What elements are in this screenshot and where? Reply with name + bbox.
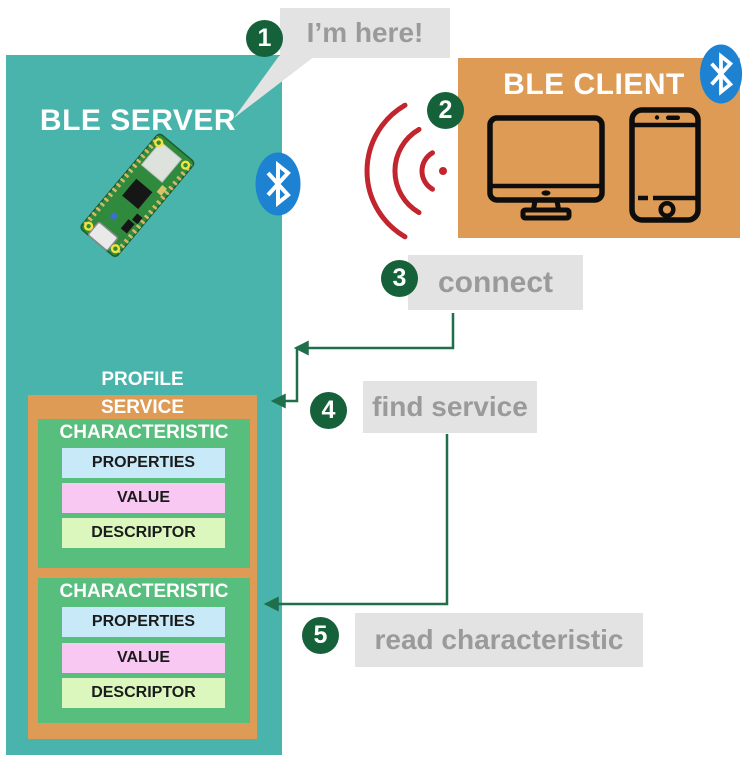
step-3-badge: 3 bbox=[381, 260, 418, 297]
speech-bubble: I’m here! bbox=[280, 8, 450, 58]
characteristic-title: CHARACTERISTIC bbox=[59, 581, 229, 602]
properties-row: PROPERTIES bbox=[62, 448, 225, 478]
monitor-icon bbox=[487, 115, 605, 221]
step-5-badge: 5 bbox=[302, 617, 339, 654]
profile-label: PROFILE bbox=[101, 369, 184, 390]
descriptor-row: DESCRIPTOR bbox=[62, 678, 225, 708]
smartphone-icon bbox=[629, 107, 701, 223]
connect-label: connect bbox=[408, 255, 583, 310]
bluetooth-icon bbox=[699, 44, 743, 104]
characteristic-box-2: CHARACTERISTIC PROPERTIES VALUE DESCRIPT… bbox=[38, 578, 250, 723]
radio-waves-icon bbox=[364, 102, 447, 240]
ble-client-box bbox=[458, 58, 740, 238]
service-label: SERVICE bbox=[100, 397, 185, 418]
value-row: VALUE bbox=[62, 483, 225, 513]
read-characteristic-label: read characteristic bbox=[355, 613, 643, 667]
value-row: VALUE bbox=[62, 643, 225, 673]
ble-client-title: BLE CLIENT bbox=[503, 68, 685, 101]
characteristic-title: CHARACTERISTIC bbox=[59, 422, 229, 443]
bluetooth-icon bbox=[255, 152, 301, 216]
pico-board-icon bbox=[80, 133, 195, 258]
characteristic-box-1: CHARACTERISTIC PROPERTIES VALUE DESCRIPT… bbox=[38, 419, 250, 568]
step-2-badge: 2 bbox=[427, 92, 464, 129]
descriptor-row: DESCRIPTOR bbox=[62, 518, 225, 548]
ble-server-title: BLE SERVER bbox=[39, 104, 237, 137]
service-box: SERVICE CHARACTERISTIC PROPERTIES VALUE … bbox=[28, 395, 257, 739]
read-characteristic-arrow bbox=[263, 434, 449, 612]
step-1-badge: 1 bbox=[246, 20, 283, 57]
connect-arrow bbox=[293, 313, 455, 356]
properties-row: PROPERTIES bbox=[62, 607, 225, 637]
step-4-badge: 4 bbox=[310, 392, 347, 429]
find-service-label: find service bbox=[363, 381, 537, 433]
